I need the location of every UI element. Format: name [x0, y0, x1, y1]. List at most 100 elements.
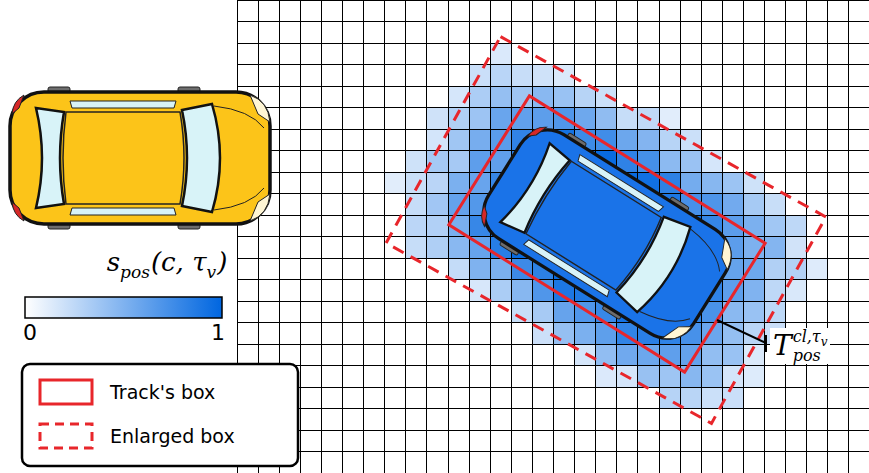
heat-cell: [701, 344, 722, 366]
math-subscript: pos: [120, 262, 150, 282]
heat-cell: [406, 151, 427, 173]
track-box: [449, 96, 765, 372]
heat-cell: [427, 215, 448, 237]
heat-cell: [743, 172, 764, 194]
enlarged-box: [386, 37, 826, 424]
grid-line: [237, 322, 869, 323]
math-text: T: [773, 329, 792, 363]
colorbar-tick-label: 0: [10, 320, 50, 346]
heat-cell: [469, 65, 490, 87]
car-headlight: [250, 194, 270, 221]
heat-cell: [722, 387, 743, 409]
grid-line: [237, 430, 869, 431]
heat-cell: [617, 108, 638, 130]
heat-cell: [427, 172, 448, 194]
car-side-window: [70, 101, 176, 108]
leader-line: [717, 320, 766, 343]
math-subscript: pos: [793, 347, 828, 364]
heat-cell: [659, 129, 680, 151]
math-text: (c, τ: [151, 247, 207, 277]
heat-cell: [617, 129, 638, 151]
math-subscript: v: [207, 262, 217, 282]
colorbar-title: spos(c, τv): [60, 246, 274, 281]
heat-cell: [427, 151, 448, 173]
heat-cell: [743, 301, 764, 323]
legend-frame: [22, 364, 298, 466]
heat-cell: [554, 301, 575, 323]
heat-cell: [511, 280, 532, 302]
heat-cell: [680, 366, 701, 388]
heat-cell: [617, 344, 638, 366]
car-body: [10, 92, 270, 224]
car-windshield: [182, 104, 220, 212]
heat-cell: [701, 366, 722, 388]
car-taillight: [475, 206, 494, 227]
grid: [237, 0, 869, 473]
heat-cell: [448, 129, 469, 151]
heat-cell: [596, 344, 617, 366]
car-roof: [63, 112, 184, 204]
car-body: [472, 118, 742, 350]
reference-car: [10, 87, 270, 229]
tracked-car: [469, 114, 744, 354]
heat-cell: [596, 108, 617, 130]
heat-cell: [743, 366, 764, 388]
heat-cell: [427, 194, 448, 216]
math-text: ): [217, 247, 227, 277]
grid-line: [237, 64, 869, 65]
heat-cell: [765, 215, 786, 237]
math-superscript-row: cl,τv: [793, 328, 828, 347]
heat-cell: [807, 258, 828, 280]
heat-cell: [765, 237, 786, 259]
heat-cell: [448, 151, 469, 173]
heat-cell: [448, 172, 469, 194]
heat-cell: [469, 129, 490, 151]
grid-line: [237, 387, 869, 388]
heat-cell: [406, 237, 427, 259]
heat-cell: [511, 65, 532, 87]
grid-line: [237, 107, 869, 108]
heat-cell: [722, 344, 743, 366]
track-box-outline: [449, 96, 765, 372]
colorbar: [25, 297, 222, 318]
heat-cell: [490, 65, 511, 87]
heat-cell: [448, 237, 469, 259]
heat-cell: [680, 151, 701, 173]
heat-cell: [722, 194, 743, 216]
enlarged-box-outline: [386, 37, 826, 424]
grid-line: [237, 301, 869, 302]
heat-cell: [490, 86, 511, 108]
heat-cell: [469, 86, 490, 108]
math-text: s: [107, 247, 120, 277]
heat-cell: [659, 151, 680, 173]
heat-cell: [532, 301, 553, 323]
heat-cell: [743, 194, 764, 216]
heat-cell: [743, 280, 764, 302]
grid-line: [237, 21, 869, 22]
heat-cell: [575, 323, 596, 345]
grid-line: [237, 451, 869, 452]
heat-cell: [554, 86, 575, 108]
heat-cell: [786, 237, 807, 259]
car-taillight: [528, 121, 547, 142]
car-headlight: [250, 95, 270, 122]
heat-cell: [765, 194, 786, 216]
grid-line: [237, 408, 869, 409]
heat-cell: [427, 237, 448, 259]
car-side-window: [70, 208, 176, 215]
heatmap: [385, 43, 828, 409]
heat-cell: [701, 172, 722, 194]
legend-swatch: [40, 424, 92, 448]
heat-cell: [490, 43, 511, 65]
heat-cell: [765, 258, 786, 280]
heat-cell: [469, 258, 490, 280]
legend-label: Track's box: [110, 379, 215, 405]
grid-line: [237, 0, 869, 1]
car-taillight: [12, 95, 24, 114]
legend-label: Enlarged box: [110, 423, 235, 449]
heat-cell: [554, 323, 575, 345]
heat-cell: [490, 108, 511, 130]
heat-cell: [427, 108, 448, 130]
math-scripts: cl,τvpos: [793, 328, 828, 364]
